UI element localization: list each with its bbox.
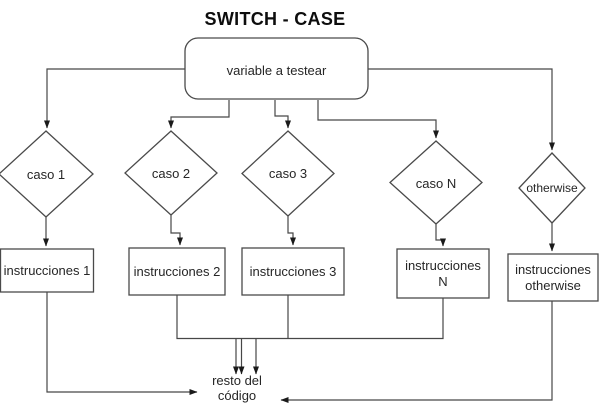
condition-label-caso3: caso 3	[268, 165, 308, 181]
connector-action1-to-end	[46, 292, 198, 395]
connector-action-otherwise-to-end	[280, 301, 553, 403]
connector-caso3-to-action3	[287, 216, 296, 246]
action-label-1: instrucciones 1	[3, 262, 91, 278]
decision-diamond-casoN	[389, 140, 483, 225]
connector-start-to-casoN	[317, 100, 439, 139]
diagram-title: SWITCH - CASE	[204, 9, 346, 29]
action-box-N	[396, 248, 490, 299]
action-label-N: instrucciones N	[405, 257, 481, 289]
condition-label-otherwise: otherwise	[526, 180, 578, 195]
end-label: resto del código	[212, 373, 262, 403]
condition-label-caso1: caso 1	[26, 166, 66, 182]
action-label-otherwise: instrucciones otherwise	[515, 261, 591, 293]
action-box-otherwise	[507, 253, 599, 302]
condition-label-caso2: caso 2	[151, 165, 191, 181]
connector-start-to-caso3	[274, 100, 291, 129]
decision-diamond-caso2	[124, 130, 218, 216]
connector-start-to-caso2	[168, 100, 230, 129]
action-box-3	[241, 247, 345, 296]
start-node-label: variable a testear	[226, 62, 327, 78]
decision-diamond-otherwise	[518, 152, 586, 224]
action-label-2: instrucciones 2	[133, 263, 221, 279]
connector-caso2-to-action2	[170, 215, 183, 246]
action-label-3: instrucciones 3	[249, 263, 337, 279]
connector-casoN-to-actionN	[435, 224, 446, 247]
action-box-2	[128, 247, 226, 296]
start-node	[184, 37, 369, 100]
action-box-1	[0, 248, 95, 293]
connector-start-to-otherwise	[368, 68, 555, 151]
connector-collector-line	[176, 295, 444, 340]
connector-start-to-caso1	[44, 68, 185, 129]
condition-label-casoN: caso N	[415, 175, 457, 191]
decision-diamond-caso1	[0, 130, 94, 218]
decision-diamond-caso3	[241, 130, 335, 217]
